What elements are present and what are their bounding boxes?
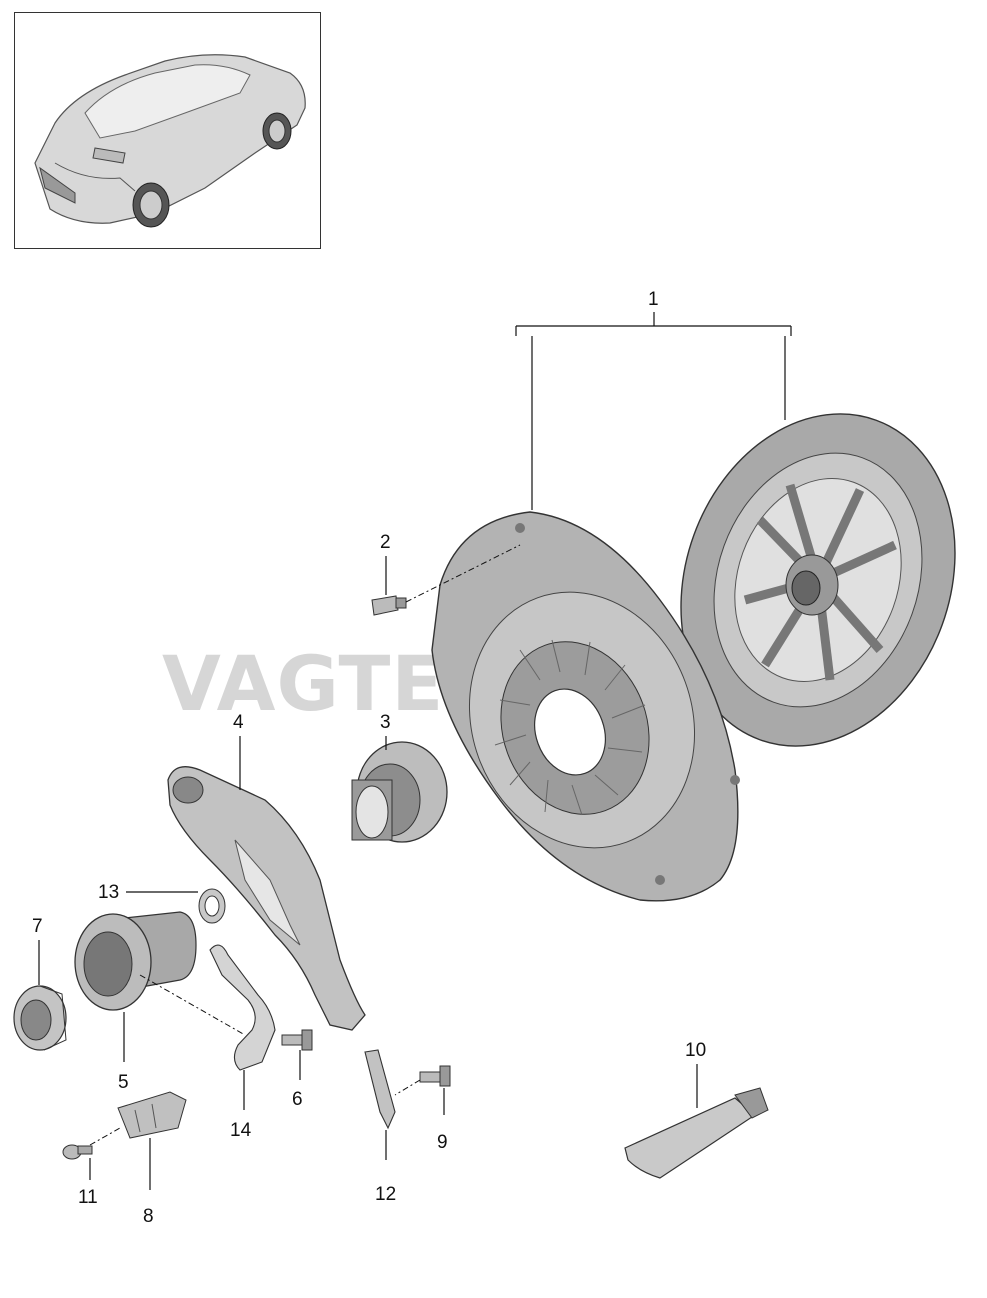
car-illustration xyxy=(34,54,306,228)
vehicle-thumbnail xyxy=(14,12,321,249)
screw-11 xyxy=(62,1144,93,1160)
callout-4: 4 xyxy=(233,712,244,790)
bolt-6 xyxy=(281,1029,313,1051)
retaining-spring xyxy=(209,944,276,1071)
callout-7: 7 xyxy=(32,916,43,985)
callout-3-label: 3 xyxy=(380,712,391,733)
clip-8 xyxy=(89,1091,187,1146)
washer-13 xyxy=(198,888,226,924)
bolt-9 xyxy=(394,1065,451,1096)
grease-tube xyxy=(624,1087,769,1179)
callout-14-label: 14 xyxy=(230,1120,252,1141)
callout-1-label: 1 xyxy=(648,289,659,310)
callout-8-label: 8 xyxy=(143,1206,154,1227)
callout-4-label: 4 xyxy=(233,712,244,733)
callout-10-label: 10 xyxy=(685,1040,706,1061)
callout-2-label: 2 xyxy=(380,532,391,553)
seal-ring xyxy=(13,985,67,1051)
clutch-disc xyxy=(680,413,956,747)
callout-5: 5 xyxy=(118,1012,129,1093)
callout-9: 9 xyxy=(437,1088,448,1153)
callout-3: 3 xyxy=(380,712,391,750)
callout-12-label: 12 xyxy=(375,1184,396,1205)
pressure-plate xyxy=(431,511,740,902)
callout-14: 14 xyxy=(230,1070,252,1141)
release-fork xyxy=(167,766,366,1031)
callout-2: 2 xyxy=(380,532,391,595)
plate-12 xyxy=(364,1049,396,1130)
callout-11: 11 xyxy=(78,1158,98,1208)
callout-11-label: 11 xyxy=(78,1187,98,1208)
callout-12: 12 xyxy=(375,1130,396,1205)
callout-13: 13 xyxy=(98,882,198,903)
callout-6-label: 6 xyxy=(292,1089,303,1110)
callout-6: 6 xyxy=(292,1050,303,1110)
guide-sleeve xyxy=(74,911,246,1036)
callout-7-label: 7 xyxy=(32,916,43,937)
callout-8: 8 xyxy=(143,1138,154,1227)
callout-5-label: 5 xyxy=(118,1072,129,1093)
callout-9-label: 9 xyxy=(437,1132,448,1153)
bolt-2 xyxy=(371,544,521,616)
release-bearing xyxy=(351,741,448,843)
callout-1: 1 xyxy=(515,289,792,510)
callout-13-label: 13 xyxy=(98,882,119,903)
callout-10: 10 xyxy=(685,1040,706,1108)
